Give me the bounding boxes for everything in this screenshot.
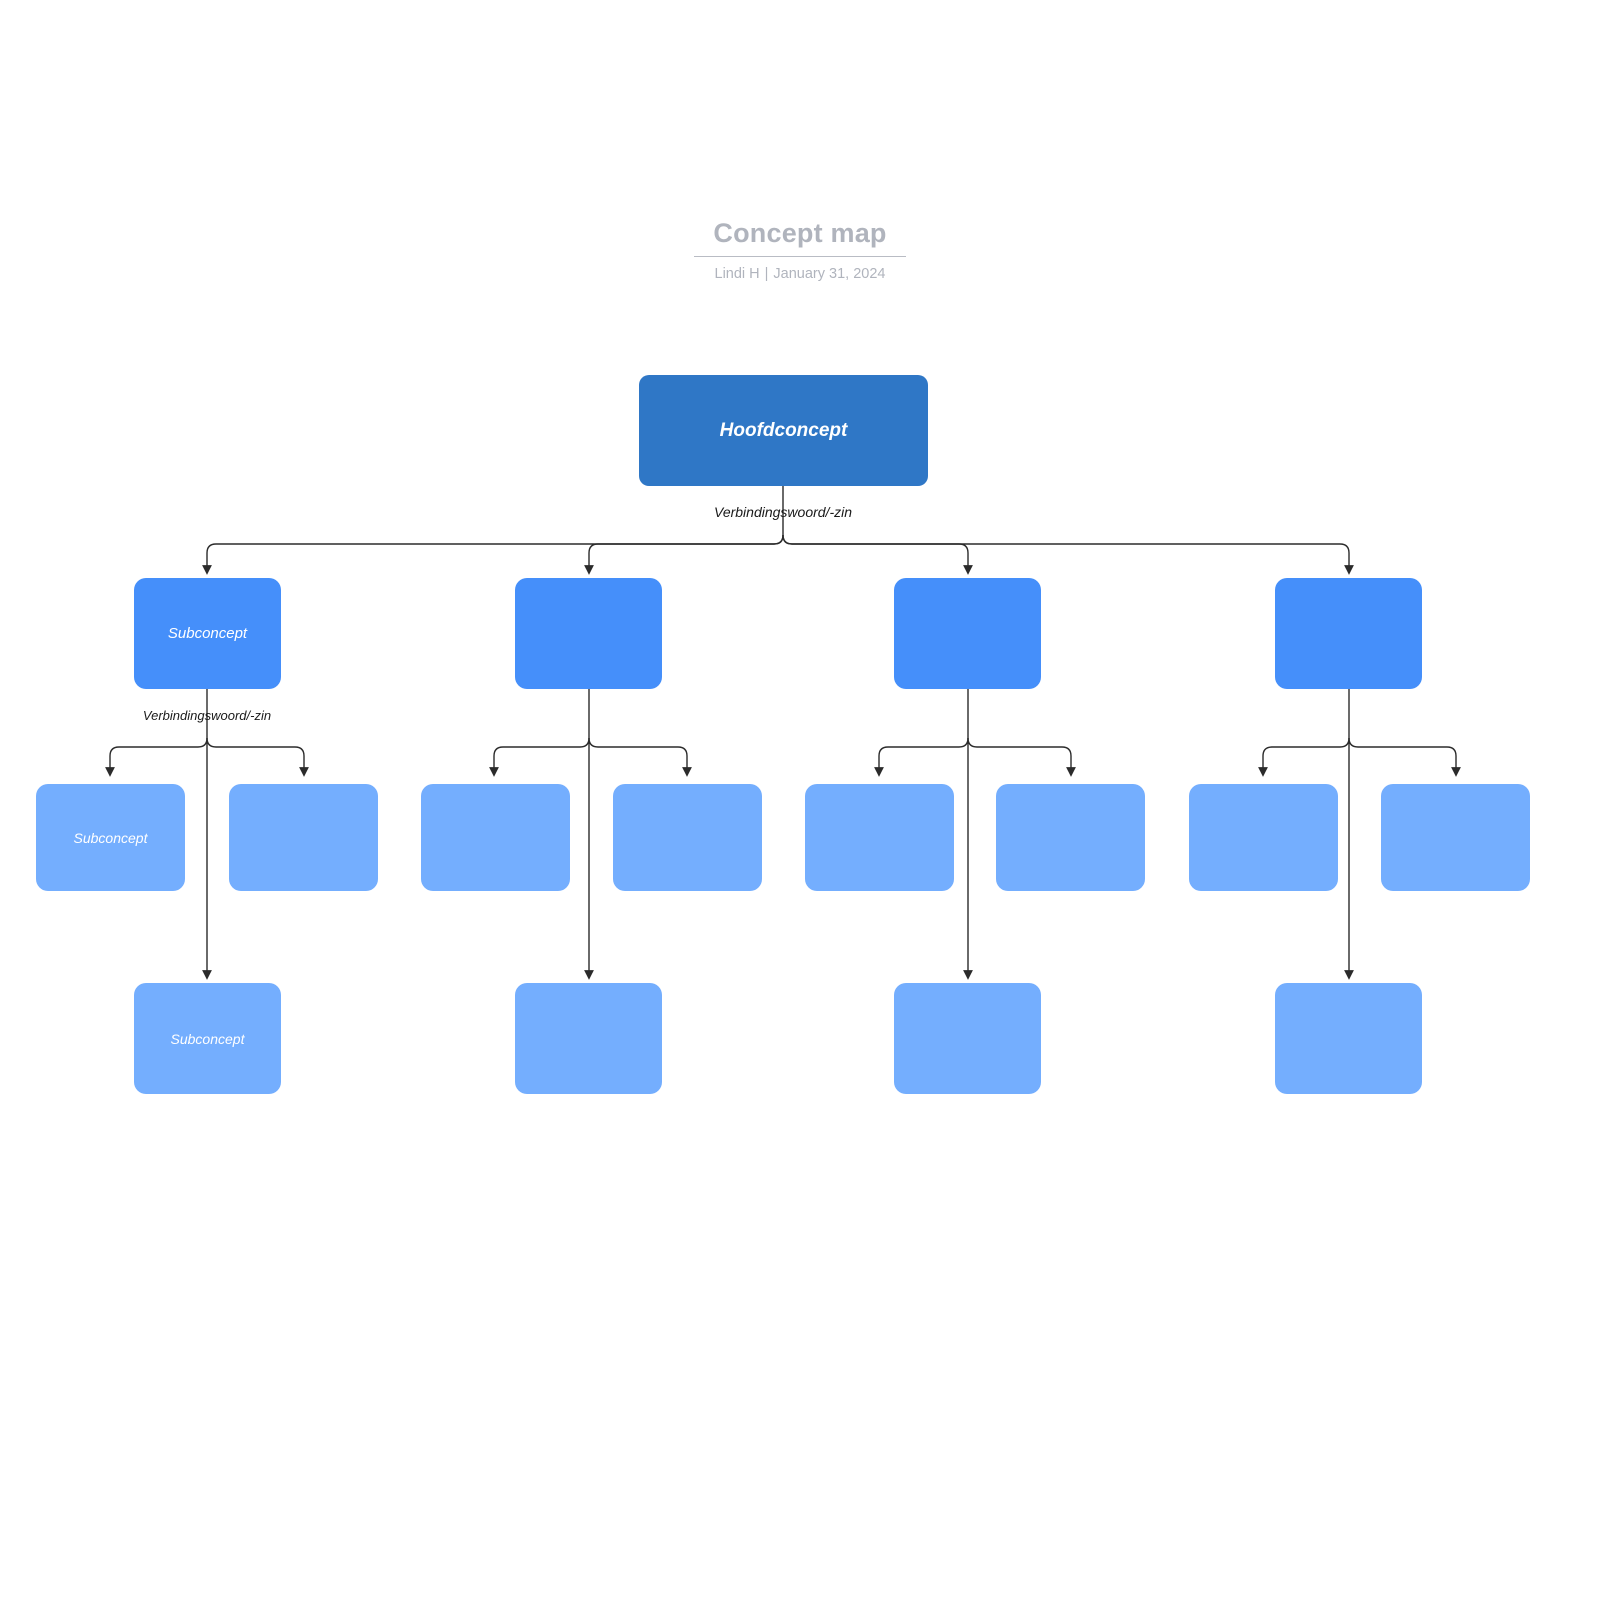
node-level2-1[interactable]: Subconcept xyxy=(134,578,281,689)
edge-l2-2-to-l3-4 xyxy=(588,737,692,777)
node-level2-2[interactable] xyxy=(515,578,662,689)
node-level4-1[interactable]: Subconcept xyxy=(134,983,281,1094)
edge-l2-1-to-l3-1 xyxy=(105,737,208,777)
node-label: Hoofdconcept xyxy=(719,419,848,441)
edge-root-to-l2-2 xyxy=(584,534,784,575)
node-level4-3[interactable] xyxy=(894,983,1041,1094)
node-level3-1[interactable]: Subconcept xyxy=(36,784,185,891)
edge-l2-4-to-l3-7 xyxy=(1258,737,1350,777)
node-level2-3[interactable] xyxy=(894,578,1041,689)
node-label: Subconcept xyxy=(167,625,248,642)
author-name: Lindi H xyxy=(714,266,760,282)
node-level3-6[interactable] xyxy=(996,784,1145,891)
subtitle-separator: | xyxy=(764,266,769,282)
edge-root-to-l2-1 xyxy=(202,534,784,575)
document-date: January 31, 2024 xyxy=(773,266,886,282)
document-header: Concept map Lindi H|January 31, 2024 xyxy=(0,216,1600,283)
edge-l2-3-to-l3-6 xyxy=(967,737,1076,777)
edge-root-to-l2-4 xyxy=(782,534,1354,575)
node-level3-2[interactable] xyxy=(229,784,378,891)
node-level2-4[interactable] xyxy=(1275,578,1422,689)
node-level3-4[interactable] xyxy=(613,784,762,891)
node-label: Subconcept xyxy=(73,829,148,846)
node-level4-4[interactable] xyxy=(1275,983,1422,1094)
title-divider xyxy=(694,256,906,257)
node-level3-8[interactable] xyxy=(1381,784,1530,891)
node-root-hoofdconcept[interactable]: Hoofdconcept xyxy=(639,375,928,486)
node-level3-7[interactable] xyxy=(1189,784,1338,891)
node-level4-2[interactable] xyxy=(515,983,662,1094)
edge-label-branch: Verbindingswoord/-zin xyxy=(142,708,272,723)
edge-l2-4-to-l3-8 xyxy=(1348,737,1461,777)
edge-l2-2-to-l3-3 xyxy=(489,737,590,777)
node-label: Subconcept xyxy=(170,1030,245,1047)
header-subtitle: Lindi H|January 31, 2024 xyxy=(0,265,1600,283)
edge-l2-3-to-l3-5 xyxy=(874,737,969,777)
node-level3-5[interactable] xyxy=(805,784,954,891)
edge-l2-1-to-l3-2 xyxy=(206,737,309,777)
edge-label-root: Verbindingswoord/-zin xyxy=(714,504,852,520)
page-title: Concept map xyxy=(713,218,887,248)
edge-root-to-l2-3 xyxy=(782,534,973,575)
node-level3-3[interactable] xyxy=(421,784,570,891)
